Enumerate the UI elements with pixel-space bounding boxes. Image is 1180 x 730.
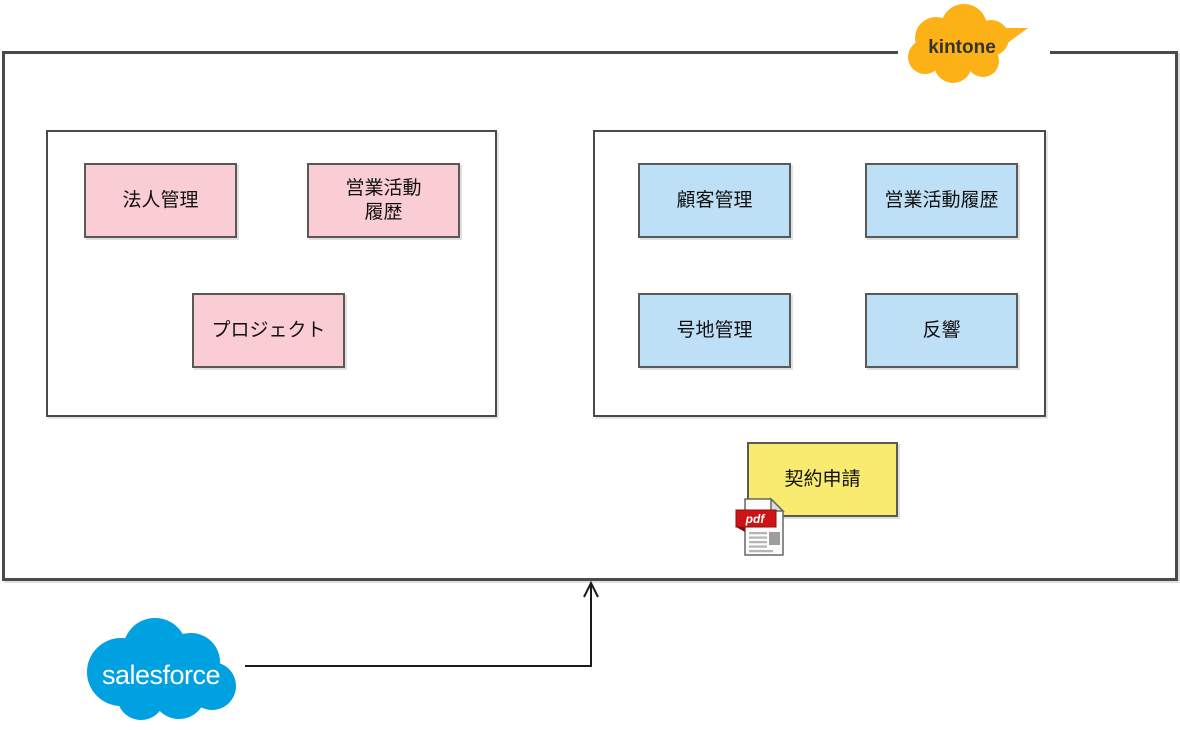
app-box-houjin-kanri: 法人管理	[84, 163, 237, 238]
kintone-cloud-icon: kintone	[908, 4, 1028, 83]
pdf-banner-label: pdf	[745, 512, 766, 526]
app-box-project: プロジェクト	[192, 293, 345, 368]
salesforce-cloud-icon: salesforce	[87, 618, 236, 720]
app-box-gochi-kanri: 号地管理	[638, 293, 791, 368]
app-box-label: 顧客管理	[676, 189, 753, 211]
app-box-label: 反響	[922, 319, 961, 341]
app-box-label: プロジェクト	[211, 319, 326, 341]
pdf-file-icon: pdf	[734, 497, 788, 557]
app-box-eigyo-katsudo-rireki-left: 営業活動 履歴	[307, 163, 460, 238]
app-box-hankyo: 反響	[865, 293, 1018, 368]
salesforce-logo: salesforce	[83, 610, 239, 722]
kintone-logo-label: kintone	[928, 37, 996, 58]
app-box-label: 営業活動 履歴	[345, 177, 422, 223]
salesforce-to-kintone-arrow	[240, 578, 605, 678]
app-box-label: 号地管理	[676, 319, 753, 341]
kintone-logo: kintone	[898, 0, 1050, 95]
arrow-connector-icon	[245, 580, 599, 667]
app-box-label: 営業活動履歴	[884, 189, 999, 211]
app-box-eigyo-katsudo-rireki-right: 営業活動履歴	[865, 163, 1018, 238]
app-box-kokyaku-kanri: 顧客管理	[638, 163, 791, 238]
app-box-label: 契約申請	[784, 468, 861, 490]
app-box-label: 法人管理	[122, 189, 199, 211]
pdf-document-icon: pdf	[735, 497, 785, 556]
salesforce-logo-label: salesforce	[102, 660, 220, 690]
